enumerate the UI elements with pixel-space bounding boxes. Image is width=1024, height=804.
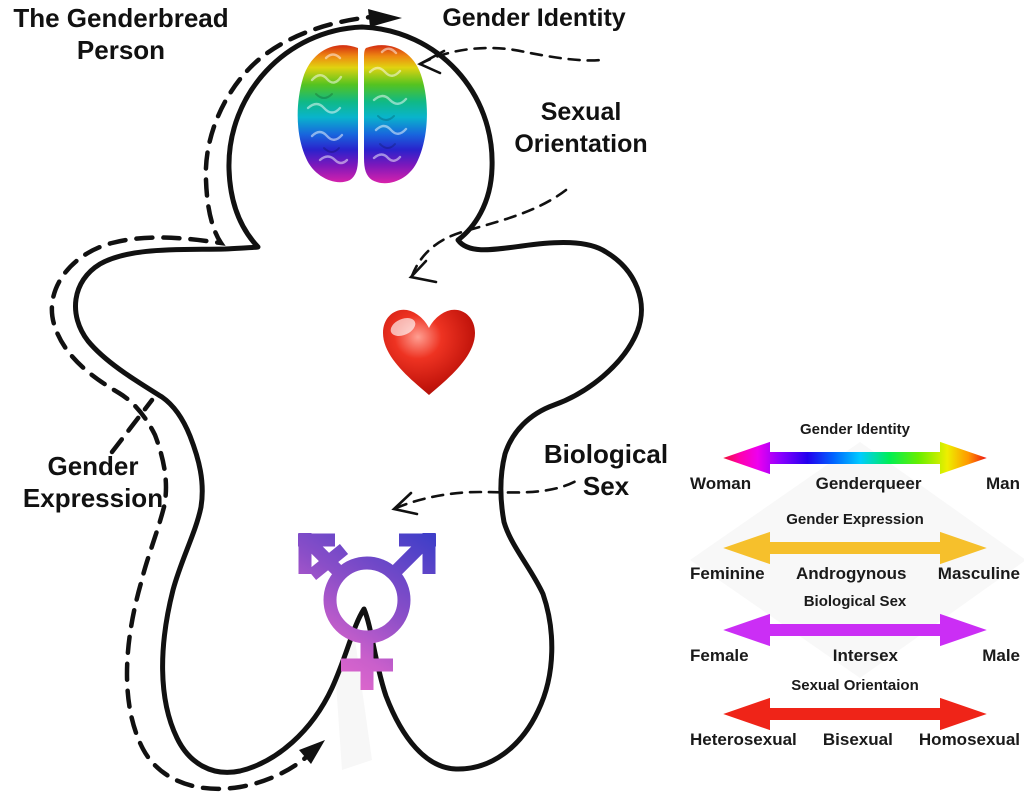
sexual-orientation-arrowhead: [408, 259, 438, 284]
red-heart-icon: [383, 309, 475, 395]
spectrum-center-label: Intersex: [832, 646, 898, 665]
spectrum-left-label: Female: [690, 646, 749, 665]
spectrum-right-label: Masculine: [937, 564, 1020, 583]
spectrum-heading: Biological Sex: [803, 593, 907, 610]
gender-expression-dashed-outline: [49, 13, 387, 792]
pointer-arrows: [391, 46, 603, 516]
spectrum-left-label: Heterosexual: [690, 730, 797, 749]
red-double-arrow-icon: [723, 697, 987, 731]
spectrum-left-label: Woman: [690, 474, 752, 493]
transgender-symbol-icon: [298, 533, 436, 690]
magenta-double-arrow-icon: [723, 613, 987, 647]
biological-sex-arrowhead: [391, 491, 419, 516]
spectrum-right-label: Man: [985, 474, 1020, 493]
gender-identity-arrow: [418, 46, 603, 66]
spectrum-gender-identity: Gender Identity Woman Genderqueer Man: [688, 421, 1022, 493]
spectrum-heading: Gender Expression: [786, 511, 924, 528]
sexual-orientation-arrow: [410, 188, 568, 278]
spectrum-heading: Sexual Orientaion: [791, 677, 919, 694]
gender-identity-arrowhead: [417, 49, 446, 75]
label-gender-identity: Gender Identity: [442, 4, 626, 32]
spectrum-left-label: Feminine: [690, 564, 765, 583]
page-title: The Genderbread Person: [6, 2, 236, 66]
label-sexual-orientation: Sexual Orientation: [514, 98, 648, 158]
spectrum-center-label: Genderqueer: [815, 474, 922, 493]
label-biological-sex: Biological Sex: [543, 439, 669, 501]
spectrum-biological-sex: Biological Sex Female Intersex Male: [688, 593, 1022, 665]
rainbow-brain-icon: [297, 45, 427, 184]
spectrum-center-label: Androgynous: [795, 564, 907, 583]
spectrum-gender-expression: Gender Expression Feminine Androgynous M…: [688, 511, 1022, 583]
dashed-outline-top-arrowhead: [368, 9, 402, 27]
body-outline: [73, 24, 644, 775]
dashed-outline-bottom-arrowhead: [299, 740, 325, 764]
rainbow-double-arrow-icon: [723, 441, 987, 475]
biological-sex-arrow: [394, 479, 578, 510]
spectrum-heading: Gender Identity: [799, 421, 911, 438]
spectrum-right-label: Homosexual: [918, 730, 1020, 749]
page-title-line1: The Genderbread: [13, 3, 229, 33]
yellow-double-arrow-icon: [723, 531, 987, 565]
page-title-line2: Person: [76, 35, 166, 65]
spectrum-center-label: Bisexual: [822, 730, 893, 749]
spectrum-sexual-orientation: Sexual Orientaion Heterosexual Bisexual …: [688, 677, 1022, 749]
spectrum-right-label: Male: [982, 646, 1020, 665]
label-gender-expression: Gender Expression: [22, 451, 164, 513]
